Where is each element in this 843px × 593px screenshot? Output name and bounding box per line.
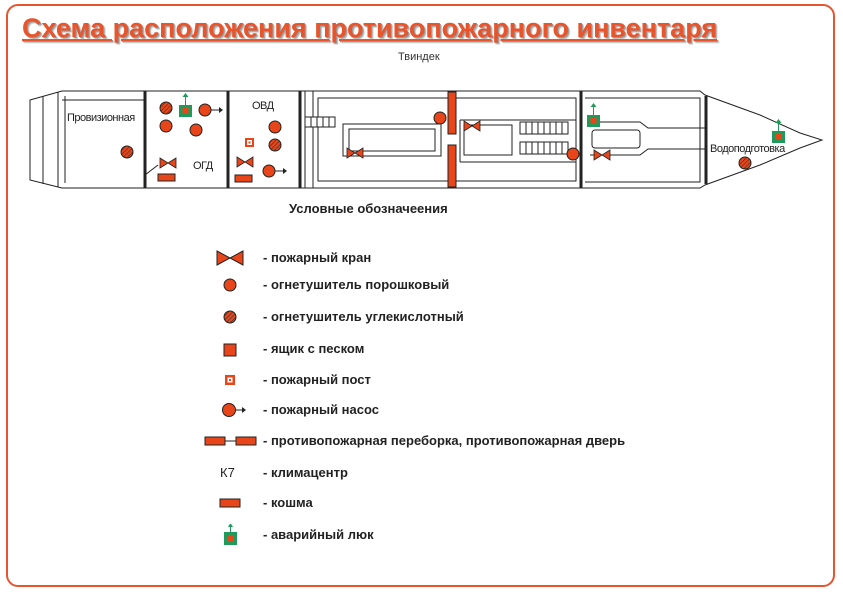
legend-item-fire-station: - пожарный пост — [200, 369, 720, 391]
fire-pump-marker — [198, 103, 223, 117]
legend-item-climate-center: К7 - климацентр — [200, 462, 720, 484]
page-title: Схема расположения противопожарного инве… — [22, 13, 718, 43]
powder-extinguisher-marker — [268, 120, 282, 134]
fire-bulkhead-vertical-top — [447, 91, 457, 135]
fire-pump-marker — [262, 164, 287, 178]
emergency-hatch-marker — [772, 119, 785, 143]
fire-hydrant-marker — [463, 120, 481, 132]
stairs-left — [304, 116, 336, 128]
fire-hydrant-icon — [216, 250, 244, 266]
fire-station-icon — [225, 375, 235, 385]
legend-item-sand-box: - ящик с песком — [200, 338, 720, 360]
legend-label: - кошма — [263, 495, 313, 510]
room-label-ovd: ОВД — [252, 100, 274, 112]
co2-extinguisher-marker — [159, 101, 173, 115]
powder-extinguisher-marker — [566, 147, 580, 161]
legend-label: - пожарный кран — [263, 250, 372, 265]
legend-item-fire-pump: - пожарный насос — [200, 399, 720, 421]
room-label-provision: Провизионная — [67, 112, 135, 124]
legend-label: - аварийный люк — [263, 527, 374, 542]
co2-extinguisher-marker — [738, 156, 752, 170]
fire-station-marker — [245, 138, 254, 147]
climate-center-icon: К7 — [220, 465, 235, 480]
room-label-water: Водоподготовка — [710, 143, 785, 155]
sand-box-icon — [223, 343, 237, 357]
powder-extinguisher-marker — [159, 119, 173, 133]
legend-item-emergency-hatch: - аварийный люк — [200, 524, 720, 546]
legend-item-powder-extinguisher: - огнетушитель порошковый — [200, 274, 720, 296]
powder-extinguisher-marker — [433, 111, 447, 125]
powder-extinguisher-marker — [189, 123, 203, 137]
deck-label: Твиндек — [398, 51, 440, 63]
co2-extinguisher-marker — [268, 138, 282, 152]
emergency-hatch-marker — [179, 93, 192, 117]
fire-hydrant-marker — [236, 156, 254, 168]
fire-hydrant-marker — [346, 147, 364, 159]
legend-item-fire-blanket: - кошма — [200, 492, 720, 514]
powder-extinguisher-icon — [223, 278, 237, 292]
legend-label: - огнетушитель углекислотный — [263, 309, 464, 324]
page-frame — [6, 4, 835, 587]
legend-label: - ящик с песком — [263, 341, 365, 356]
fire-blanket-icon — [219, 498, 241, 508]
fire-blanket-marker — [157, 173, 176, 182]
hull-outline — [29, 90, 824, 189]
stairs-right — [519, 121, 569, 155]
emergency-hatch-icon — [224, 524, 237, 545]
legend-label: - противопожарная переборка, противопожа… — [263, 433, 626, 448]
fire-bulkhead-icon — [204, 436, 257, 446]
fire-hydrant-marker — [593, 149, 611, 161]
legend-item-co2-extinguisher: - огнетушитель углекислотный — [200, 306, 720, 328]
fire-hydrant-marker — [159, 157, 177, 169]
fire-bulkhead-vertical-bottom — [447, 144, 457, 188]
fire-blanket-marker — [234, 174, 253, 183]
legend-label: - огнетушитель порошковый — [263, 277, 450, 292]
legend-item-fire-bulkhead: - противопожарная переборка, противопожа… — [200, 430, 720, 452]
fire-pump-icon — [222, 403, 246, 417]
legend-label: - климацентр — [263, 465, 348, 480]
legend-label: - пожарный насос — [263, 402, 379, 417]
legend-item-fire-hydrant: - пожарный кран — [200, 247, 720, 269]
legend-title: Условные обозначеения — [289, 201, 448, 216]
co2-extinguisher-marker — [120, 145, 134, 159]
room-label-ogd: ОГД — [193, 160, 213, 172]
emergency-hatch-marker — [587, 103, 600, 127]
co2-extinguisher-icon — [223, 310, 237, 324]
legend-label: - пожарный пост — [263, 372, 371, 387]
